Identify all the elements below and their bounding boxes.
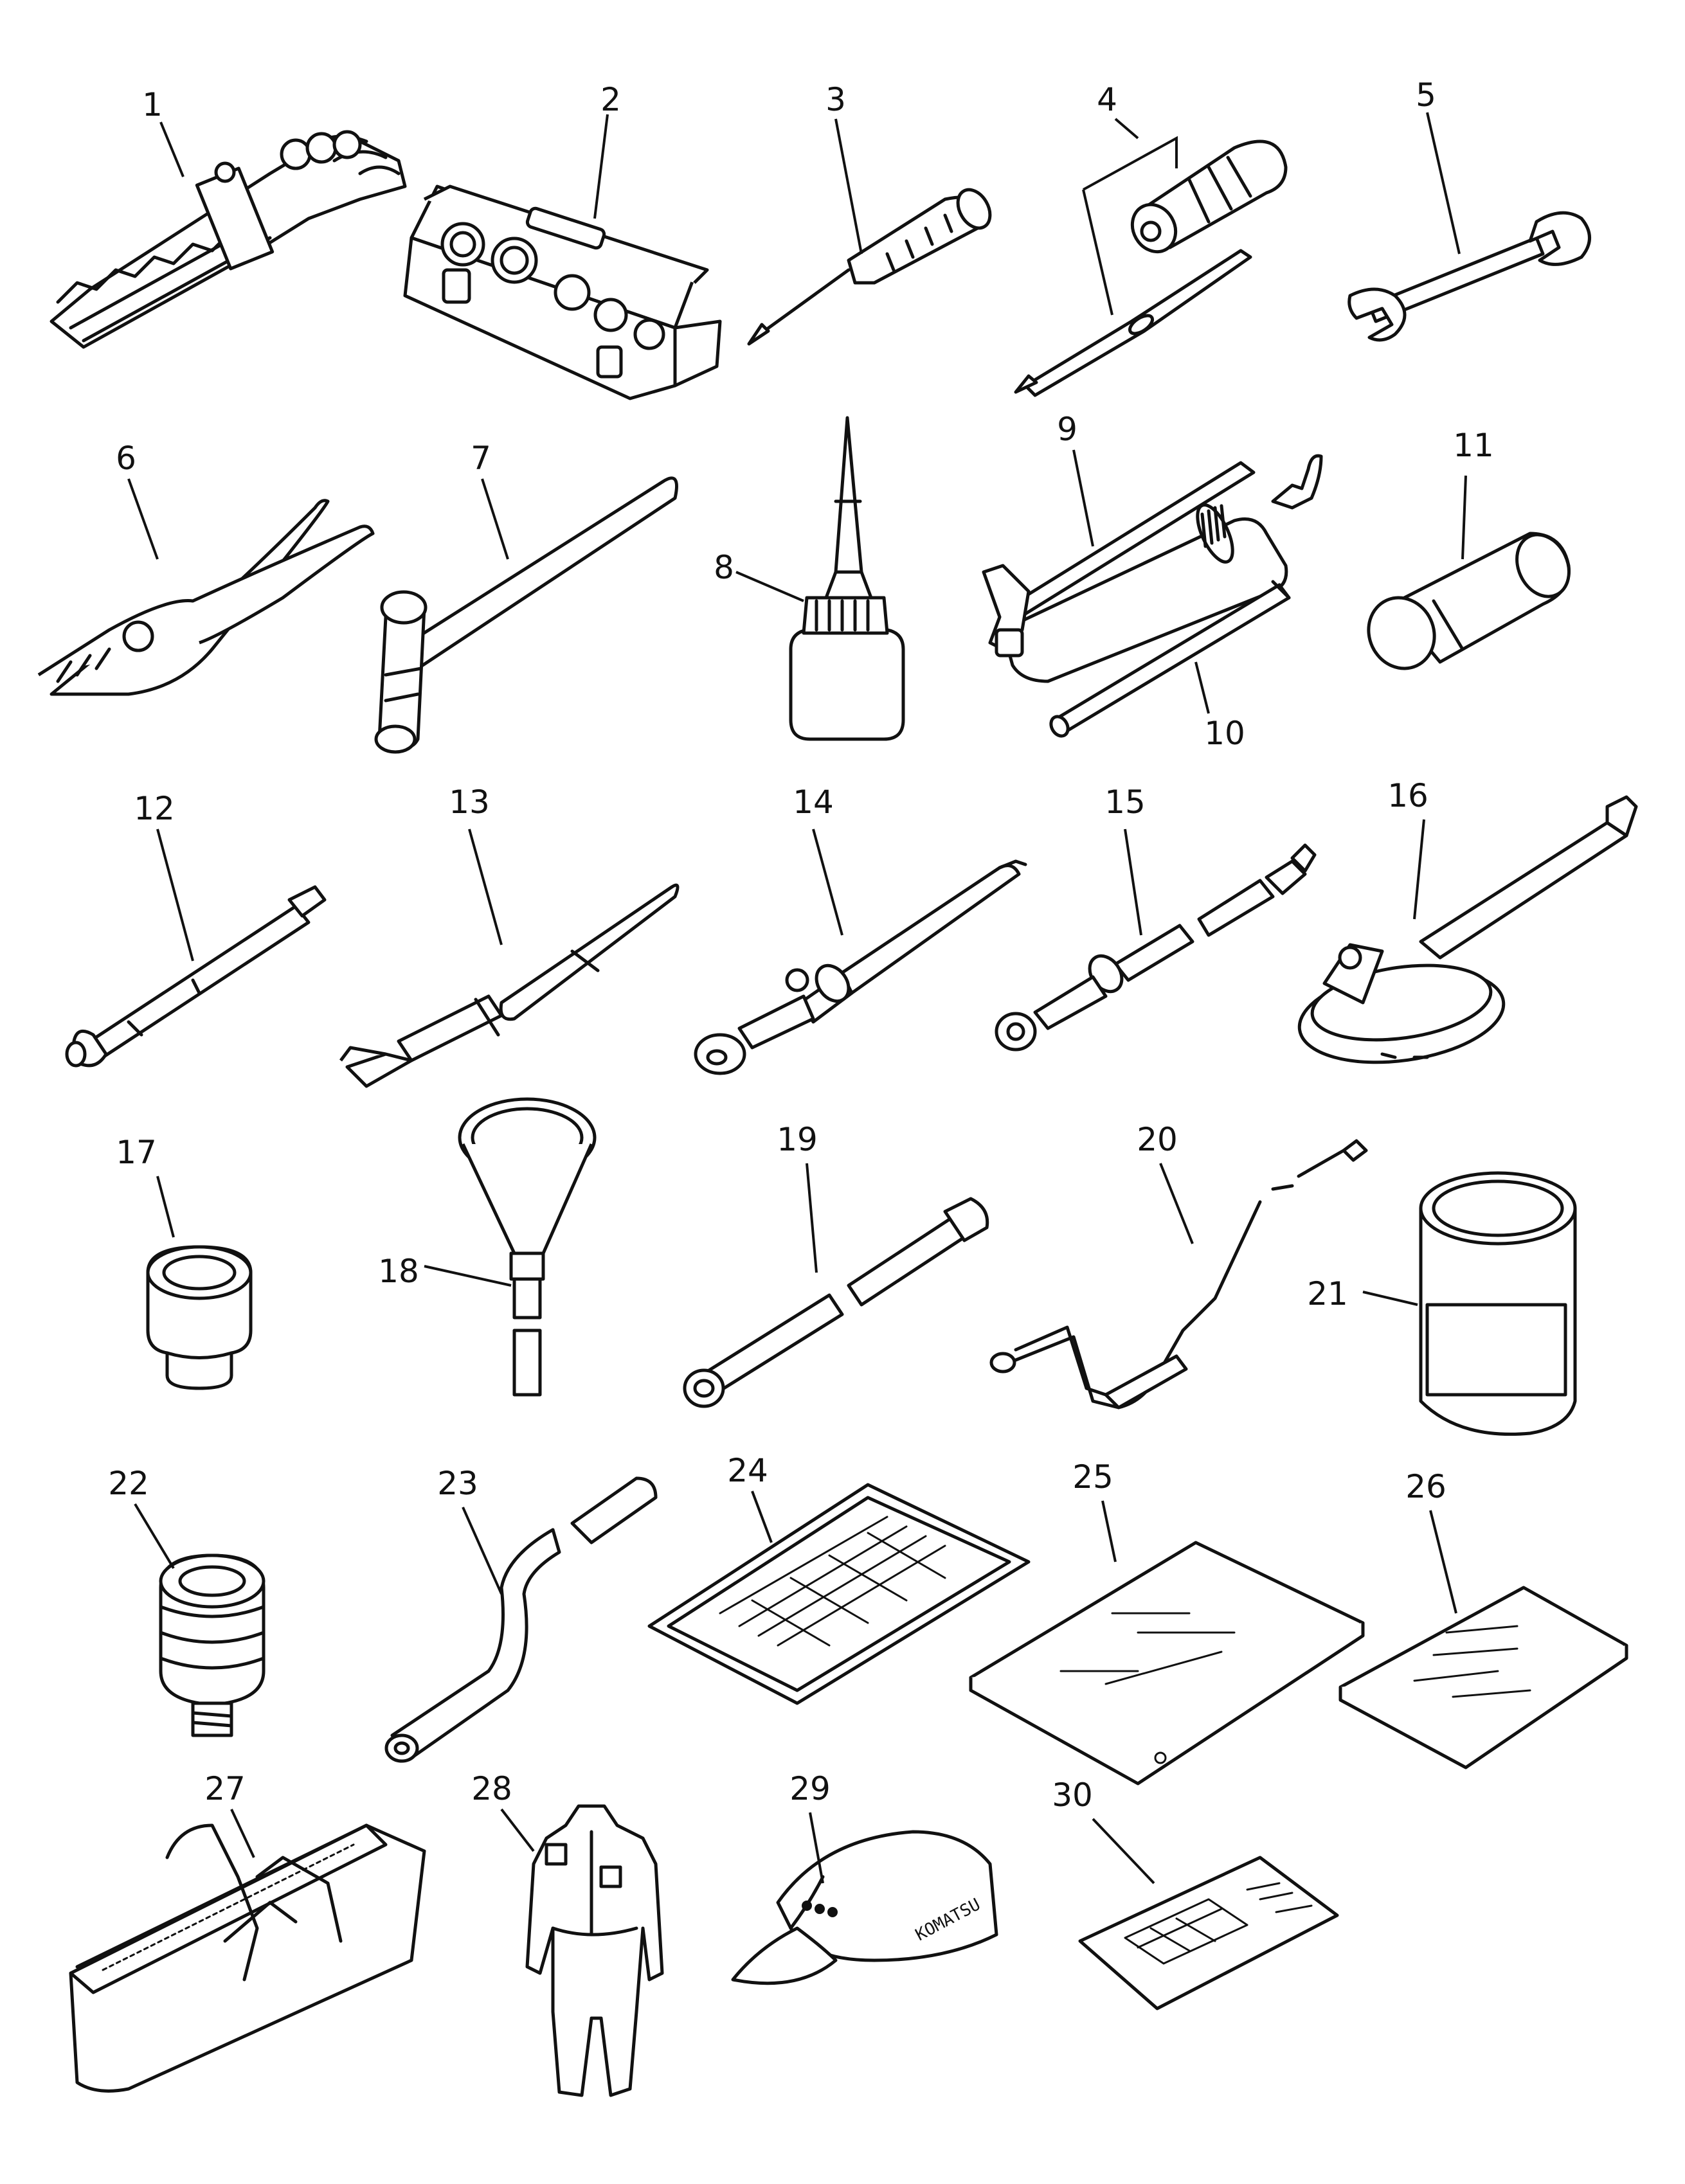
callout-1: 1 [142,86,163,123]
item-8-oil-can [789,416,905,741]
callout-12: 12 [134,790,175,827]
callout-4: 4 [1097,81,1117,118]
callout-19: 19 [777,1121,818,1158]
callout-5: 5 [1416,76,1436,114]
callout-2: 2 [600,81,621,118]
item-14-grease-pump [694,859,1027,1075]
callout-21: 21 [1307,1275,1348,1312]
item-23-extension-pipe [384,1476,658,1763]
item-3-screwdriver [747,188,992,346]
callout-3: 3 [825,81,846,118]
item-28-coveralls [525,1804,664,2097]
item-5-double-ended-wrench [1347,211,1591,342]
item-22-strainer-plug [159,1553,266,1737]
item-6-slip-joint-pliers [37,499,375,696]
item-20-crank-handle [989,1139,1368,1410]
item-19-socket-extension [683,1197,989,1408]
item-4-interchangeable-screwdriver [1014,139,1288,397]
item-12-extension-bar [65,885,327,1068]
item-9-grease-gun [982,454,1323,683]
callout-17: 17 [116,1134,157,1171]
callout-20: 20 [1137,1121,1178,1158]
callout-9: 9 [1057,411,1077,448]
callout-28: 28 [471,1770,512,1807]
item-30-warranty-card [1078,1856,1339,2010]
item-16-filter-wrench [1297,795,1638,1064]
item-21-paint-can [1419,1171,1577,1436]
callout-10: 10 [1204,715,1245,752]
callout-8: 8 [714,549,734,586]
callout-14: 14 [793,783,834,821]
callout-16: 16 [1387,777,1428,814]
callout-11: 11 [1453,427,1494,464]
callout-25: 25 [1072,1458,1113,1496]
item-26-instruction-booklet [1338,1586,1628,1769]
callout-26: 26 [1405,1468,1446,1505]
item-1-wrench-set [50,130,407,349]
item-29-cap: KOMATSU [731,1830,998,1985]
item-10-grease-gun-extension [1049,580,1291,738]
item-15-grease-hose [995,843,1317,1052]
item-17-socket [146,1245,253,1390]
callout-15: 15 [1104,783,1146,821]
item-11-grease-cartridge [1367,532,1571,670]
item-18-funnel [458,1097,597,1397]
item-13-pry-bar [339,883,680,1088]
item-27-tool-bag [69,1823,426,2093]
callout-6: 6 [116,440,136,477]
callout-24: 24 [727,1452,768,1489]
callout-29: 29 [789,1770,831,1807]
item-25-operation-manual [969,1541,1365,1786]
item-7-hammer [374,476,678,754]
item-2-socket-wrench-case [403,184,722,400]
callout-7: 7 [471,440,491,477]
callout-27: 27 [204,1770,246,1807]
callout-30: 30 [1052,1777,1093,1814]
callout-23: 23 [437,1465,478,1502]
item-24-parts-book [647,1483,1031,1705]
callout-22: 22 [108,1465,149,1502]
callout-18: 18 [378,1253,419,1290]
callout-13: 13 [449,783,490,821]
